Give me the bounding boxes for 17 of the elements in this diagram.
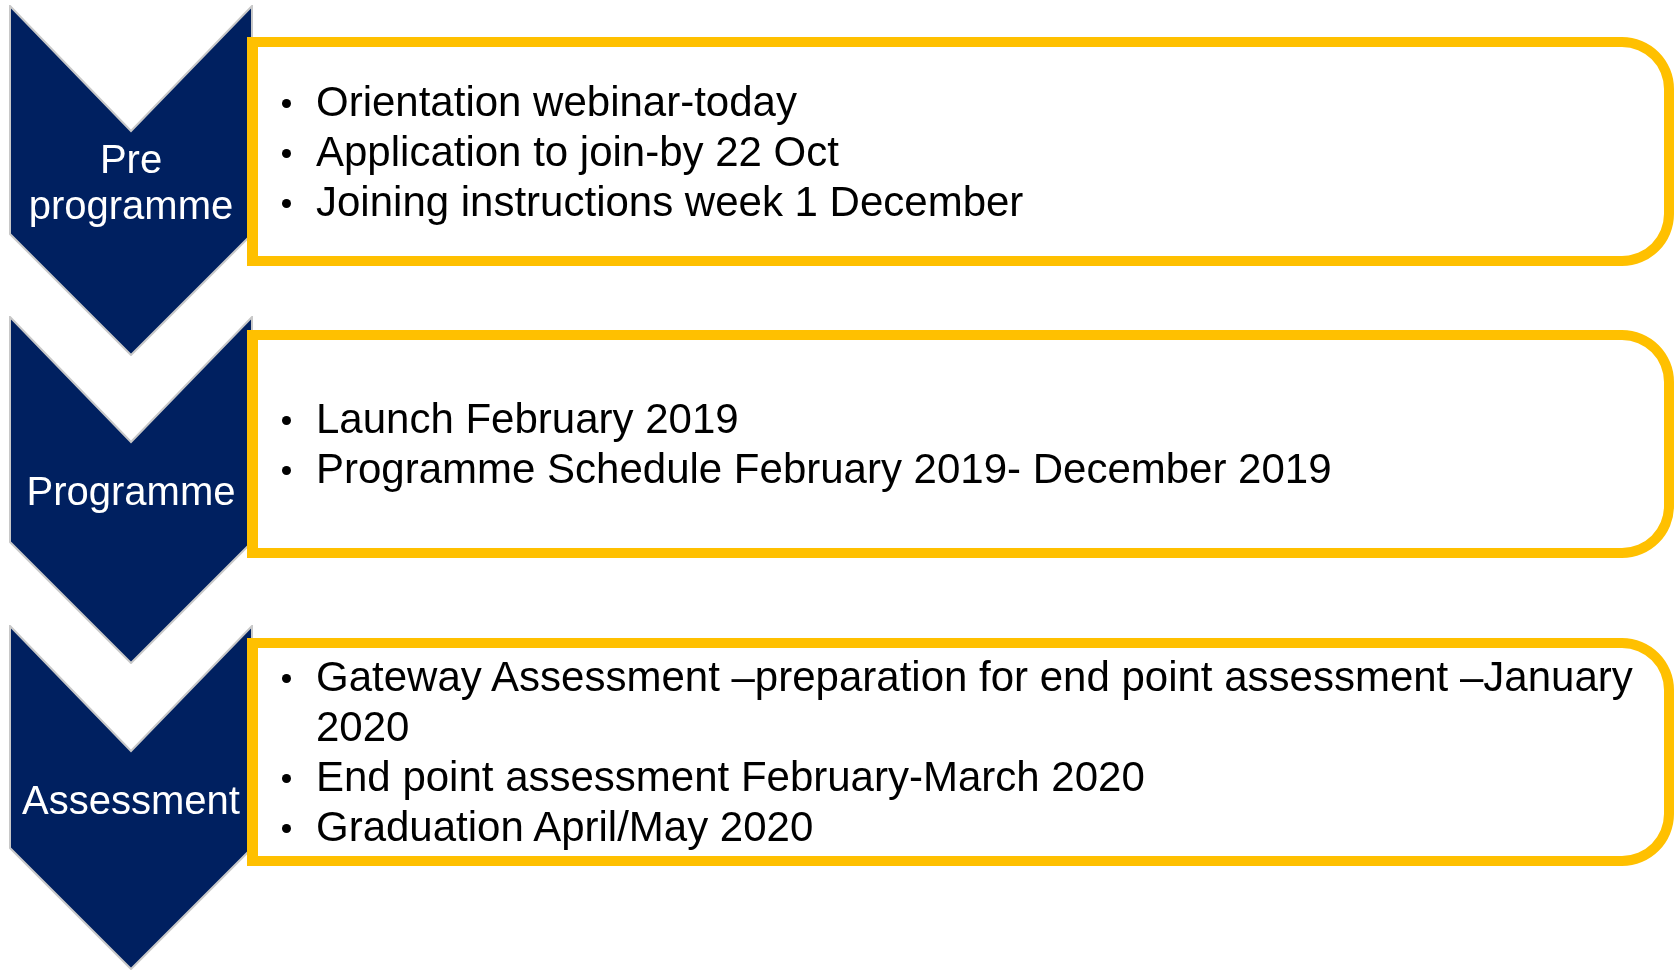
info-box [247,330,1674,558]
chevron-shape [9,316,253,664]
chevron-shape [9,5,253,356]
stage-label: Programme [25,468,237,514]
info-box [247,638,1674,866]
bullet-item: Joining instructions week 1 December [316,176,1024,227]
stage-label: Pre programme [27,136,235,228]
bullet-item: Launch February 2019 [316,394,739,444]
bullet-item: Application to join-by 22 Oct [316,126,839,177]
bullet-item: Orientation webinar-today [316,76,797,127]
bullet-item: End point assessment February-March 2020 [316,752,1145,802]
chevron-shape [9,625,253,970]
info-box [247,37,1674,266]
bullet-item: Gateway Assessment –preparation for end point assessment –January 2020 [316,652,1634,752]
bullet-item: Graduation April/May 2020 [316,802,814,852]
stage-label: Assessment [21,777,241,823]
bullet-item: Programme Schedule February 2019- December 2019 [316,444,1332,494]
